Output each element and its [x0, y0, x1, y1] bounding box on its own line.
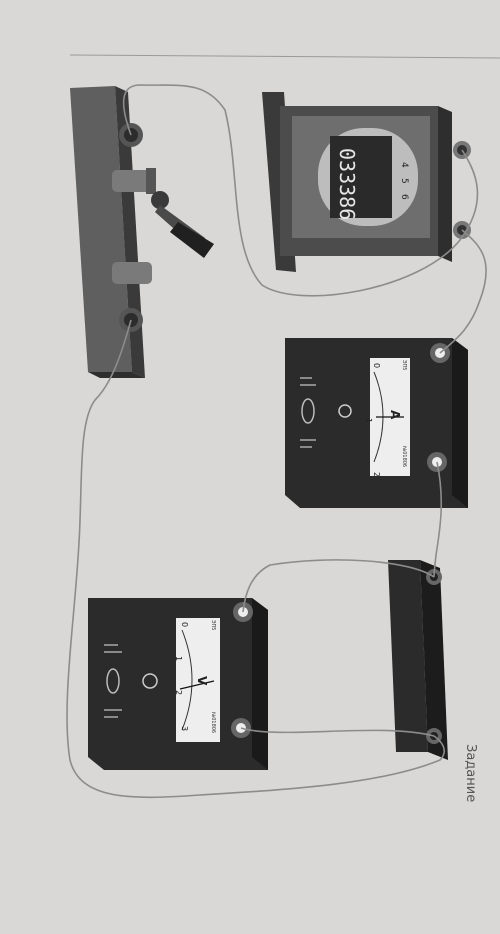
knife-switch	[70, 86, 214, 378]
ammeter: A 0 1 2 ЭП5 №01806	[285, 338, 468, 508]
ammeter-scale-0: 0	[372, 363, 381, 368]
voltmeter: V 0 1 2 3 ЭП5 №01806	[88, 598, 268, 770]
resistor	[388, 560, 448, 760]
connecting-wires	[66, 84, 487, 799]
counter-digits: 033386	[335, 148, 359, 220]
voltmeter-scale-0: 0	[180, 622, 189, 627]
counter-window	[330, 136, 392, 218]
counter-dial-num: 5	[399, 178, 409, 184]
voltmeter-serial: №01806	[210, 712, 216, 733]
ammeter-scale-1: 1	[364, 418, 373, 423]
voltmeter-class-mark: ЭП5	[210, 620, 216, 630]
counter-dial-num: 6	[399, 194, 409, 200]
resistor-label: R	[410, 648, 428, 661]
ammeter-serial: №01806	[401, 446, 407, 467]
counter-meter: 033386 4 5 6	[262, 92, 452, 272]
ammeter-letter: A	[388, 410, 402, 420]
meter-needle-icon	[179, 680, 215, 690]
voltmeter-scale-1: 1	[174, 656, 183, 661]
voltmeter-scale	[176, 618, 220, 742]
page-rule	[69, 54, 500, 59]
voltmeter-scale-3: 3	[180, 726, 189, 731]
voltmeter-scale-2: 2	[174, 690, 183, 695]
task-caption: Задание	[463, 744, 478, 803]
ammeter-scale-2: 2	[372, 472, 381, 477]
voltmeter-letter: V	[195, 676, 209, 686]
ammeter-class-mark: ЭП5	[401, 360, 407, 370]
counter-dial-num: 4	[399, 162, 409, 168]
